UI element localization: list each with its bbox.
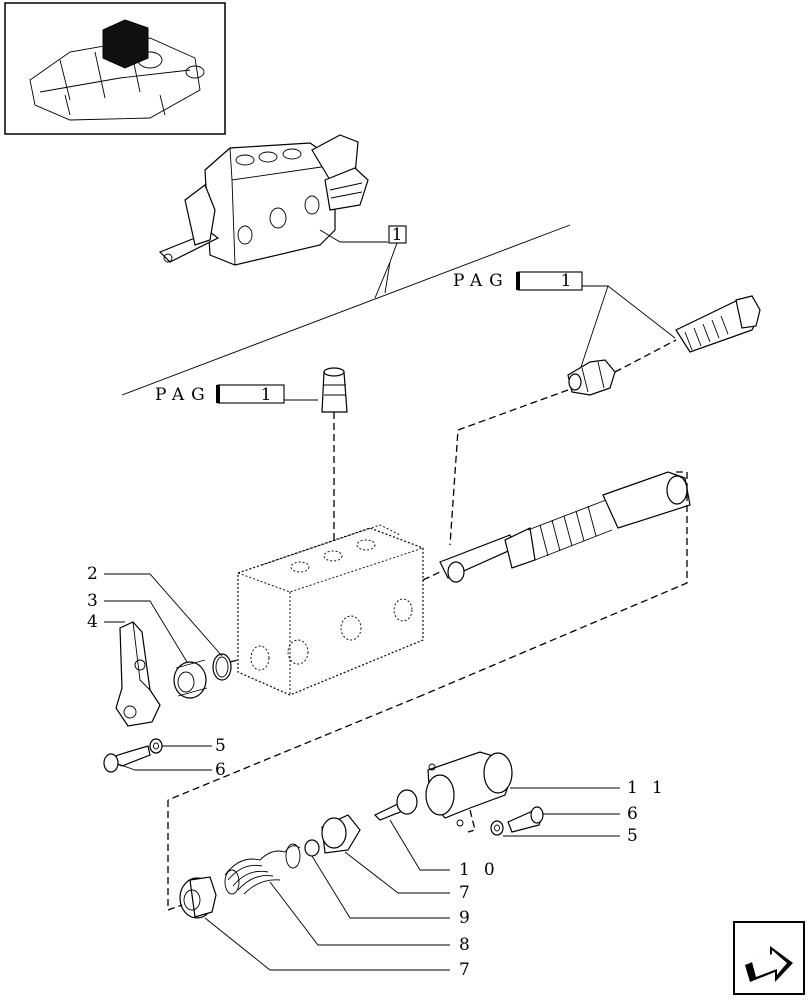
next-page-button[interactable] (733, 921, 805, 995)
washer-right (490, 820, 504, 836)
spool-stem (373, 789, 418, 821)
spring-seat (321, 814, 361, 854)
control-spool (439, 471, 691, 583)
end-cap-flange (425, 751, 513, 827)
next-page-arrow-icon (745, 946, 793, 982)
washer-left (149, 738, 163, 754)
svg-text:1: 1 (561, 271, 572, 291)
spring-cap (179, 876, 217, 919)
pag-reference-upper[interactable]: PAG 1 (453, 271, 583, 291)
svg-text:PAG: PAG (155, 385, 212, 405)
threaded-plug (675, 295, 761, 353)
small-washer (304, 839, 320, 857)
svg-text:1: 1 (392, 225, 403, 245)
section-divider-line (121, 224, 571, 396)
thumbnail-frame[interactable] (4, 2, 226, 135)
bolt-right (507, 806, 544, 833)
item-label-4: 4 (87, 612, 98, 632)
svg-text:1: 1 (261, 385, 272, 405)
assembly-reference-callout[interactable]: 1 (388, 225, 407, 245)
item-label-6b: 6 (627, 804, 638, 824)
item-label-2: 2 (87, 564, 98, 584)
check-valve-pin (321, 367, 348, 413)
svg-text:PAG: PAG (453, 271, 510, 291)
item-label-10: 10 (459, 860, 509, 880)
item-labels: 2 3 4 5 6 11 6 5 10 7 9 8 7 (87, 564, 677, 980)
seal-ring (173, 659, 208, 699)
item-label-8: 8 (459, 935, 470, 955)
item-label-11: 11 (627, 778, 677, 798)
item-label-7b: 7 (459, 960, 470, 980)
item-label-7: 7 (459, 883, 470, 903)
valve-fitting (567, 359, 616, 396)
item-label-5: 5 (215, 736, 226, 756)
valve-body (237, 524, 424, 696)
leader-lines (104, 573, 620, 971)
lever-bracket (115, 621, 161, 727)
spring (224, 843, 301, 895)
item-label-6: 6 (215, 760, 226, 780)
item-label-5b: 5 (627, 826, 638, 846)
bolt-left (103, 745, 151, 773)
item-label-9: 9 (459, 908, 470, 928)
tractor-housing-thumbnail-icon (29, 19, 205, 121)
o-ring (212, 653, 232, 681)
valve-assembly-top (158, 134, 388, 266)
pag-reference-lower[interactable]: PAG 1 (155, 384, 285, 405)
item-label-3: 3 (87, 591, 98, 611)
